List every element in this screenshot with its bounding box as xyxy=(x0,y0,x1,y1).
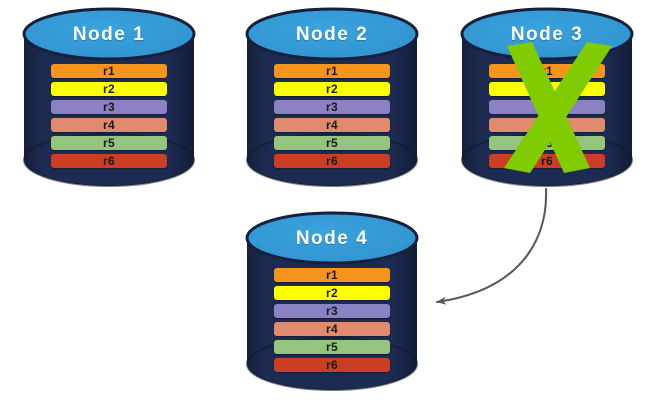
record-bar[interactable]: r5 xyxy=(489,136,605,150)
record-label: r5 xyxy=(326,136,338,150)
record-bar[interactable]: r5 xyxy=(274,136,390,150)
record-bar[interactable]: r3 xyxy=(489,100,605,114)
record-bar[interactable]: r6 xyxy=(274,358,390,372)
record-label: r2 xyxy=(326,82,338,96)
record-bar[interactable]: r1 xyxy=(489,64,605,78)
record-bar[interactable]: r4 xyxy=(274,322,390,336)
record-label: r4 xyxy=(541,118,553,132)
record-label: r1 xyxy=(326,268,338,282)
record-bar[interactable]: r2 xyxy=(274,286,390,300)
record-bar[interactable]: r2 xyxy=(274,82,390,96)
record-bar[interactable]: r3 xyxy=(274,304,390,318)
record-bar[interactable]: r4 xyxy=(489,118,605,132)
record-bar[interactable]: r5 xyxy=(274,340,390,354)
record-label: r5 xyxy=(326,340,338,354)
record-label: r6 xyxy=(326,154,338,168)
record-label: r4 xyxy=(103,118,115,132)
record-bar[interactable]: r3 xyxy=(51,100,167,114)
record-list: r1 r2 r3 r4 r5 r6 xyxy=(460,64,634,168)
record-label: r1 xyxy=(103,64,115,78)
record-label: r1 xyxy=(326,64,338,78)
record-bar[interactable]: r1 xyxy=(274,268,390,282)
record-bar[interactable]: r2 xyxy=(51,82,167,96)
record-bar[interactable]: r6 xyxy=(51,154,167,168)
record-list: r1 r2 r3 r4 r5 r6 xyxy=(22,64,196,168)
record-label: r3 xyxy=(326,100,338,114)
record-label: r6 xyxy=(103,154,115,168)
record-label: r4 xyxy=(326,322,338,336)
record-bar[interactable]: r4 xyxy=(274,118,390,132)
record-bar[interactable]: r1 xyxy=(51,64,167,78)
record-label: r3 xyxy=(541,100,553,114)
record-label: r2 xyxy=(103,82,115,96)
record-bar[interactable]: r4 xyxy=(51,118,167,132)
record-bar[interactable]: r2 xyxy=(489,82,605,96)
record-label: r5 xyxy=(103,136,115,150)
record-label: r2 xyxy=(541,82,553,96)
record-bar[interactable]: r1 xyxy=(274,64,390,78)
record-label: r6 xyxy=(326,358,338,372)
node-4[interactable]: Node 4 r1 r2 r3 r4 r5 r6 xyxy=(245,211,419,391)
record-list: r1 r2 r3 r4 r5 r6 xyxy=(245,268,419,372)
arrow-path xyxy=(435,187,548,305)
record-label: r2 xyxy=(326,286,338,300)
node-1[interactable]: Node 1 r1 r2 r3 r4 r5 r6 xyxy=(22,7,196,187)
record-bar[interactable]: r5 xyxy=(51,136,167,150)
node-3[interactable]: Node 3 r1 r2 r3 r4 r5 r6 xyxy=(460,7,634,187)
record-label: r3 xyxy=(103,100,115,114)
record-label: r6 xyxy=(541,154,553,168)
record-label: r1 xyxy=(541,64,553,78)
record-label: r4 xyxy=(326,118,338,132)
record-bar[interactable]: r3 xyxy=(274,100,390,114)
record-bar[interactable]: r6 xyxy=(489,154,605,168)
record-label: r3 xyxy=(326,304,338,318)
node-2[interactable]: Node 2 r1 r2 r3 r4 r5 r6 xyxy=(245,7,419,187)
record-list: r1 r2 r3 r4 r5 r6 xyxy=(245,64,419,168)
record-label: r5 xyxy=(541,136,553,150)
record-bar[interactable]: r6 xyxy=(274,154,390,168)
